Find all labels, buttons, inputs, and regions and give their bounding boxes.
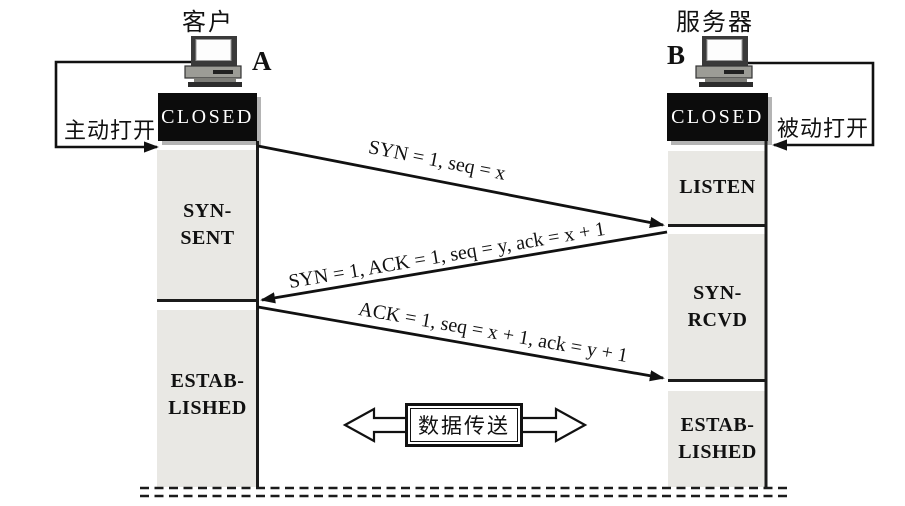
server-band-syn-rcvd <box>668 234 767 382</box>
client-state-established: ESTAB- LISHED <box>168 370 247 419</box>
message-syn-ack-label: SYN = 1, ACK = 1, seq = y, ack = x + 1 <box>286 217 607 294</box>
server-state-syn-rcvd: SYN- RCVD <box>687 281 748 331</box>
client-band-established <box>157 310 258 487</box>
client-computer-icon <box>184 36 242 87</box>
client-state-closed: CLOSED <box>158 93 257 141</box>
host-b-label: B <box>667 40 686 70</box>
data-transfer-left-arrow <box>342 407 412 443</box>
server-computer-icon <box>695 36 753 87</box>
data-transfer-right-arrow <box>517 407 588 443</box>
active-open-label: 主动打开 <box>64 118 157 143</box>
server-band-listen <box>668 151 767 227</box>
server-state-closed: CLOSED <box>667 93 768 141</box>
passive-open-label: 被动打开 <box>777 116 870 141</box>
data-transfer-box: 数据传送 <box>405 403 523 447</box>
server-band-established <box>668 391 767 487</box>
server-state-listen: LISTEN <box>679 176 756 198</box>
client-state-syn-sent: SYN- SENT <box>180 199 235 249</box>
server-title: 服务器 <box>676 10 754 36</box>
message-syn-label: SYN = 1, seq = x <box>366 136 508 185</box>
data-transfer-label: 数据传送 <box>410 408 518 442</box>
message-ack-label: ACK = 1, seq = x + 1, ack = y + 1 <box>356 297 630 368</box>
host-a-label: A <box>252 46 272 76</box>
server-state-established: ESTAB- LISHED <box>678 414 757 463</box>
client-band-syn-sent <box>157 150 258 302</box>
client-title: 客户 <box>182 10 234 36</box>
